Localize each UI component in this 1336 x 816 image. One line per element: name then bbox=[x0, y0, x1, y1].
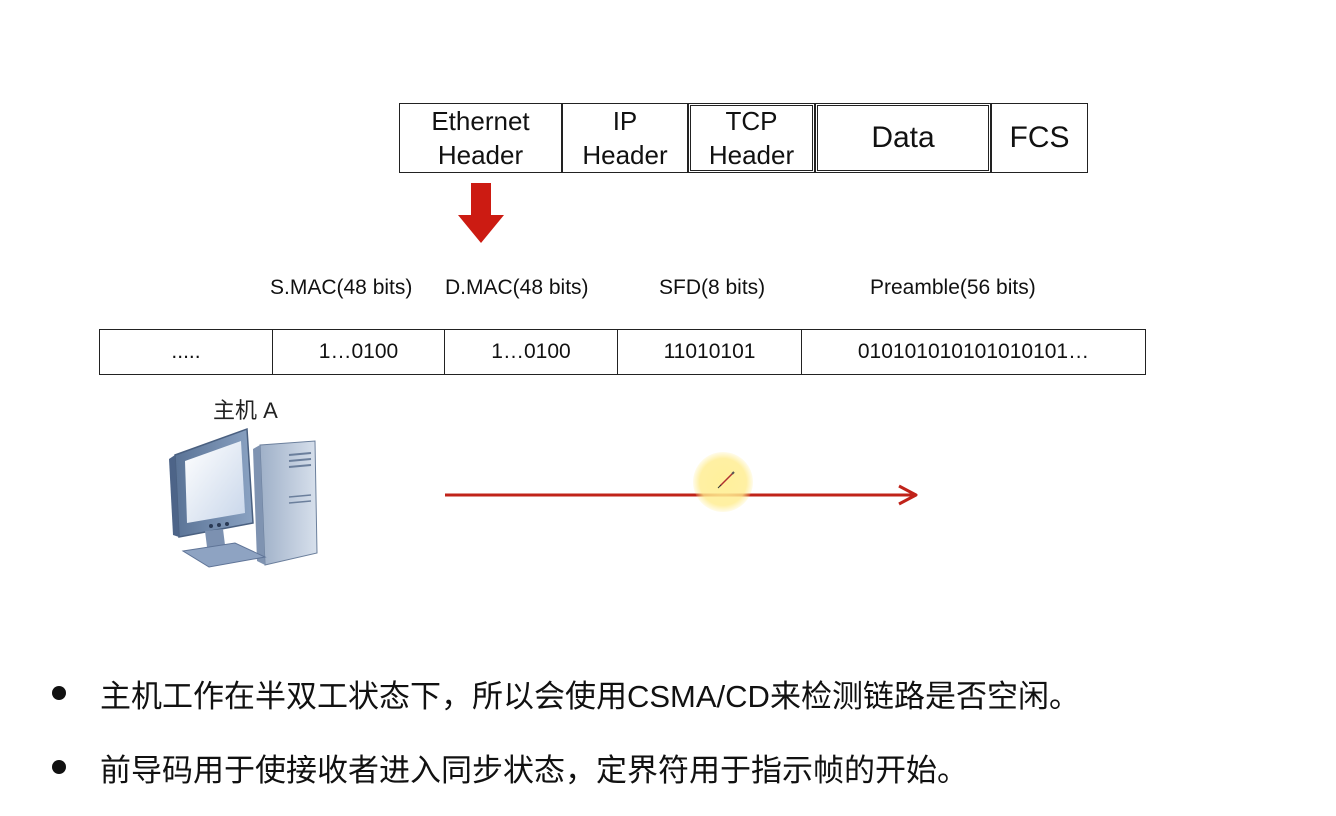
ethernet-frame-row: ..... 1…0100 1…0100 11010101 01010101010… bbox=[99, 329, 1146, 375]
fcs-box: FCS bbox=[991, 103, 1088, 173]
signal-arrow-icon bbox=[445, 484, 918, 506]
frame-cell-preamble: 010101010101010101… bbox=[857, 340, 1090, 363]
fcs-label: FCS bbox=[1009, 121, 1070, 154]
frame-cell-smac: 1…0100 bbox=[273, 330, 445, 374]
host-label: 主机 A bbox=[213, 398, 278, 423]
bullet-list: 主机工作在半双工状态下，所以会使用CSMA/CD来检测链路是否空闲。 前导码用于… bbox=[48, 668, 1080, 816]
ip-header-box: IP Header bbox=[562, 103, 688, 173]
data-box: Data bbox=[815, 103, 991, 173]
frame-cell-rest: ..... bbox=[100, 330, 273, 374]
bullet-item: 主机工作在半双工状态下，所以会使用CSMA/CD来检测链路是否空闲。 bbox=[48, 668, 1080, 718]
bullet-text: 前导码用于使接收者进入同步状态，定界符用于指示帧的开始。 bbox=[100, 752, 968, 788]
ip-header-label: IP Header bbox=[582, 106, 668, 170]
bullet-text: 主机工作在半双工状态下，所以会使用CSMA/CD来检测链路是否空闲。 bbox=[100, 678, 1080, 714]
pen-cursor-icon bbox=[717, 471, 735, 489]
data-label: Data bbox=[871, 121, 935, 154]
smac-label: S.MAC(48 bits) bbox=[270, 276, 413, 299]
computer-icon bbox=[169, 427, 318, 568]
down-arrow-icon bbox=[458, 183, 504, 243]
bullet-item: 前导码用于使接收者进入同步状态，定界符用于指示帧的开始。 bbox=[48, 742, 1080, 792]
tcp-header-box: TCP Header bbox=[688, 103, 815, 173]
ethernet-header-label: Ethernet Header bbox=[431, 106, 530, 170]
frame-cell-sfd: 11010101 bbox=[618, 330, 802, 374]
tcp-header-label: TCP Header bbox=[708, 106, 795, 170]
bullet-dot bbox=[52, 686, 66, 700]
bullet-dot bbox=[52, 760, 66, 774]
sfd-label: SFD(8 bits) bbox=[659, 276, 766, 299]
frame-cell-dmac: 1…0100 bbox=[445, 330, 618, 374]
preamble-label: Preamble(56 bits) bbox=[870, 276, 1036, 299]
ethernet-header-box: Ethernet Header bbox=[399, 103, 562, 173]
dmac-label: D.MAC(48 bits) bbox=[445, 276, 589, 299]
